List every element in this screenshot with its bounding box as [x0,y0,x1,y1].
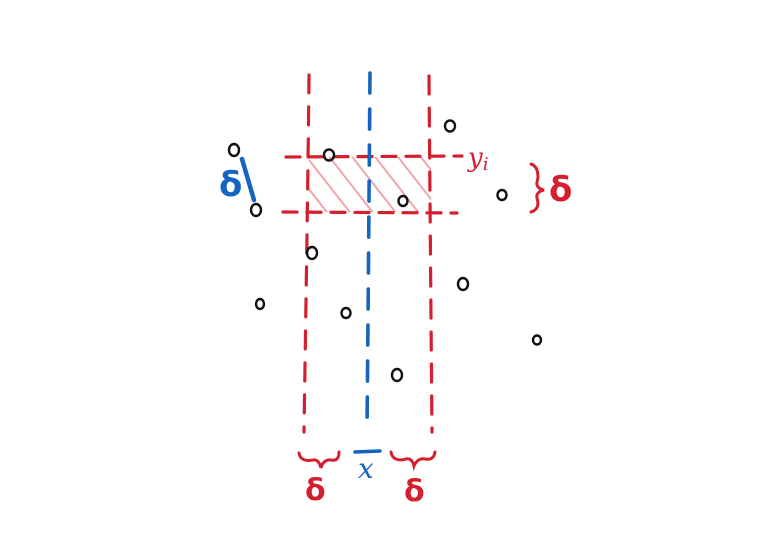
point [496,188,508,202]
left-strip-brace [297,450,341,469]
band-top-line [284,154,464,159]
point [305,245,319,261]
point [254,297,266,311]
i-subscript: i [483,154,489,175]
band-brace [529,162,545,214]
point [249,202,263,218]
delta-label-bottom-left: δ [305,473,326,508]
x-bar-label: x [358,452,374,485]
delta-label-left: δ [219,165,242,205]
median-line [365,71,372,430]
point [390,367,404,383]
point [531,334,543,346]
point [322,148,336,162]
point [443,119,457,133]
right-strip-brace [389,450,437,472]
point [456,276,470,292]
point [227,142,241,158]
delta-label-band: δ [549,170,572,210]
y-label: y [467,143,483,173]
y-i-label: yi [467,143,488,175]
band-bottom-line [281,210,459,215]
pair-distance-segment [239,156,257,203]
point [340,306,352,320]
x-bar-overline [353,449,382,454]
strip-left-boundary [302,73,311,434]
points [227,119,543,383]
point [397,194,409,208]
delta-label-bottom-right: δ [404,474,425,509]
strip-right-boundary [427,74,434,434]
